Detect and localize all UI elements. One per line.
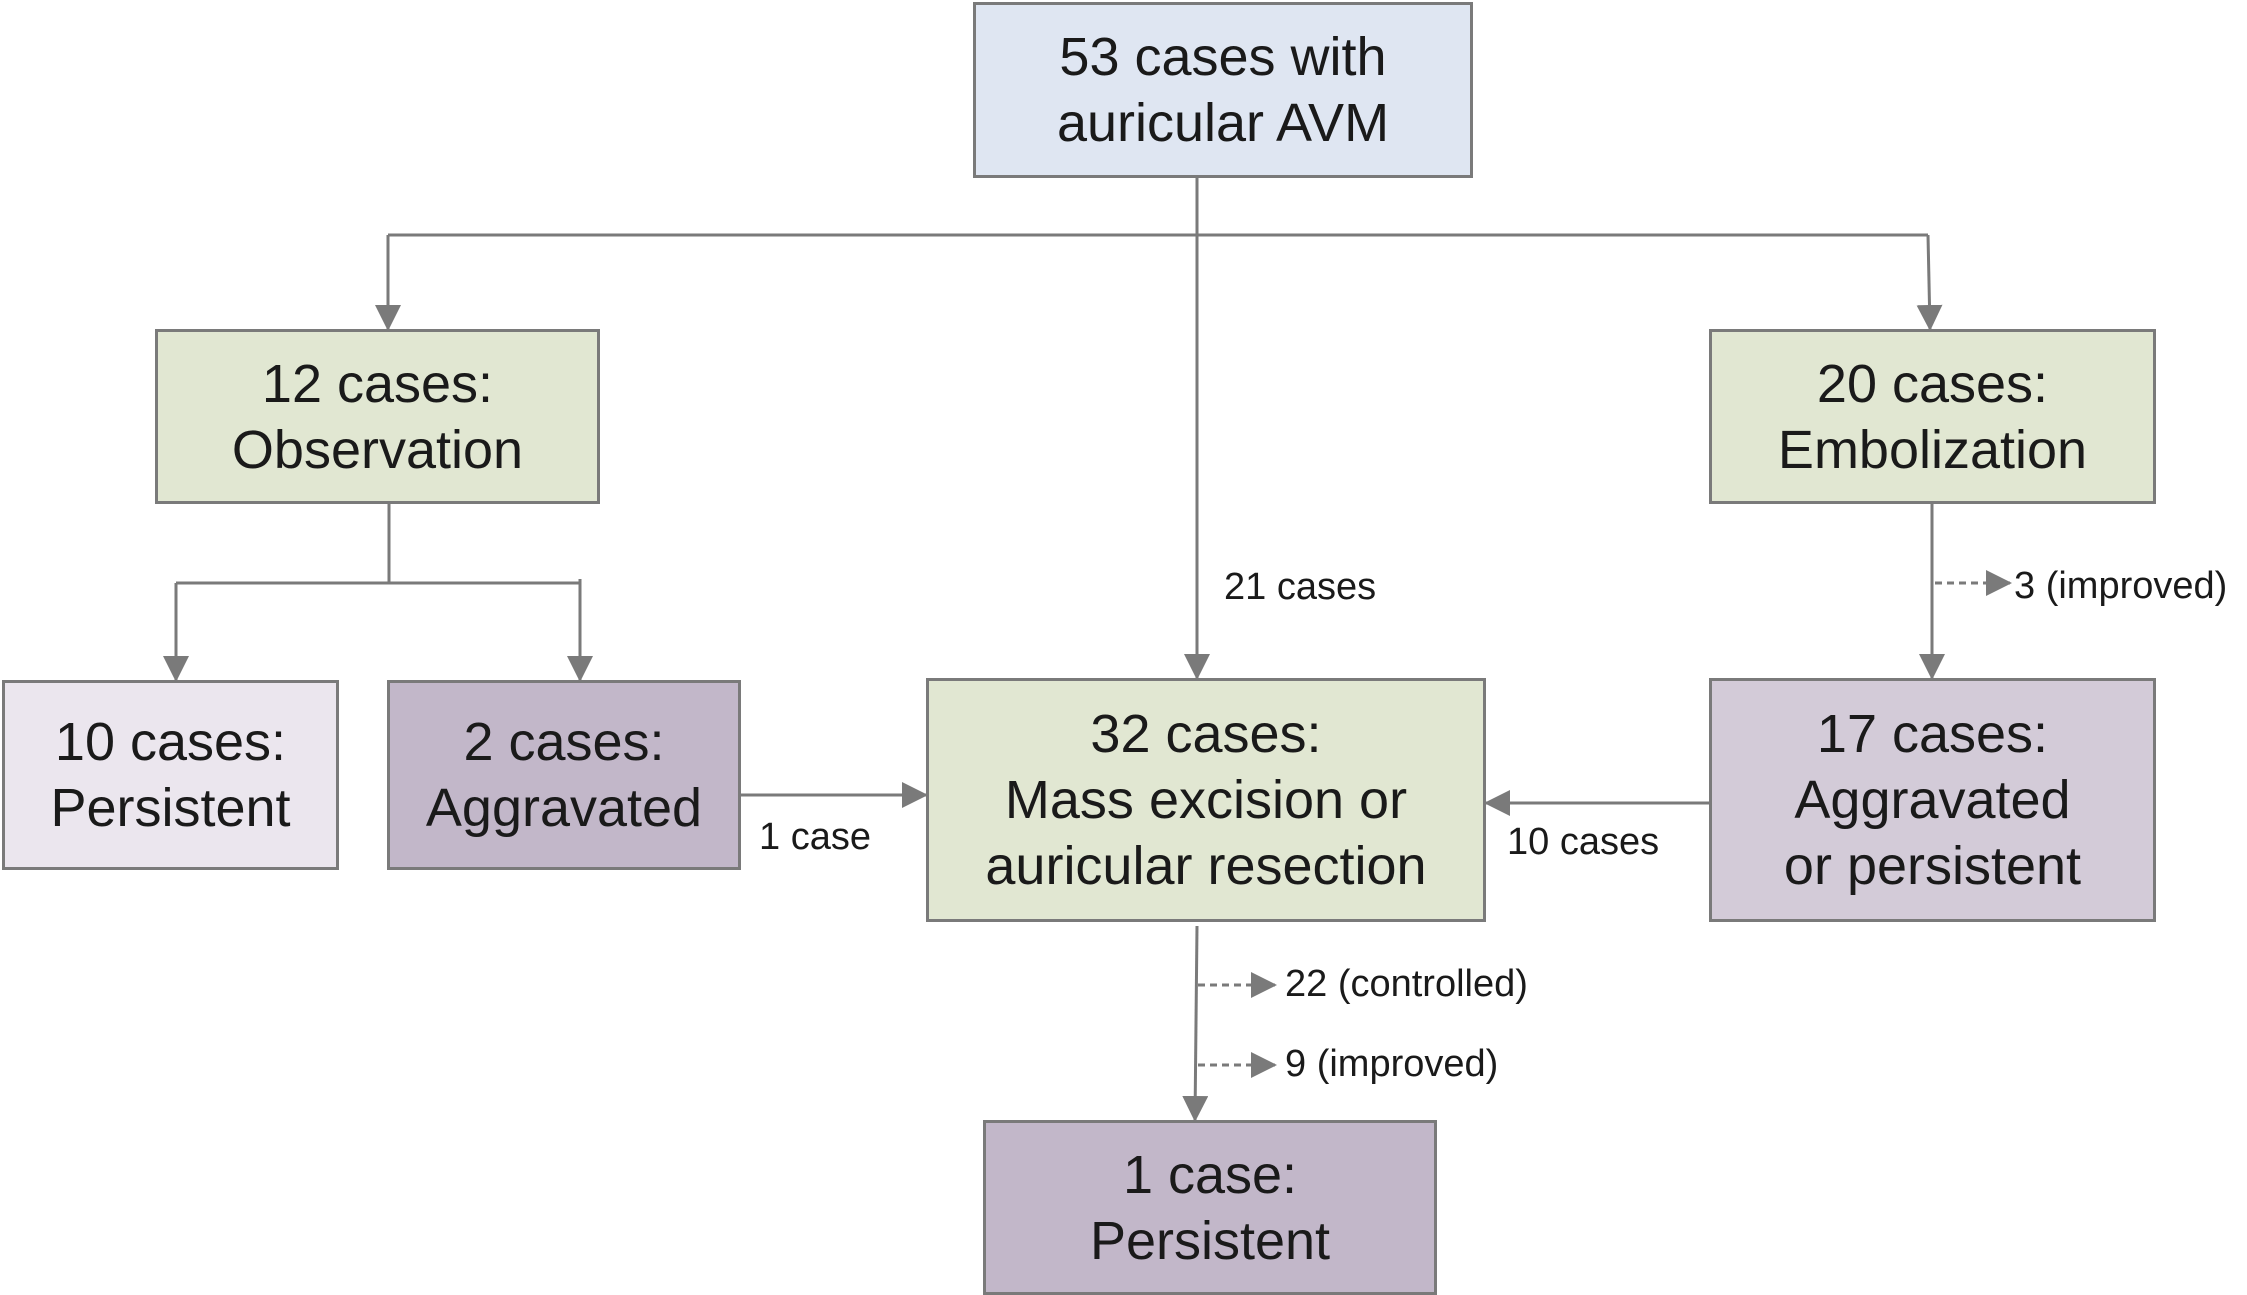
node-embolization: 20 cases: Embolization xyxy=(1709,329,2156,504)
label-22-controlled: 22 (controlled) xyxy=(1285,963,1528,1005)
node-aggpers17-line-1: 17 cases: xyxy=(1816,704,2049,764)
node-persistent1-line-2: Persistent xyxy=(1089,1210,1331,1271)
node-root: 53 cases with auricular AVM xyxy=(973,2,1473,178)
arrow-excision-to-persistent1 xyxy=(1182,925,1209,1122)
label-3-improved: 3 (improved) xyxy=(2014,565,2228,607)
node-aggravated2: 2 cases: Aggravated xyxy=(387,680,741,870)
node-embolization-line-2: Embolization xyxy=(1777,419,2088,480)
node-persistent10-line-1: 10 cases: xyxy=(54,712,287,772)
node-aggravated2-line-2: Aggravated xyxy=(425,778,703,838)
label-21-cases: 21 cases xyxy=(1224,566,1377,608)
node-excision-line-3: auricular resection xyxy=(985,836,1427,896)
label-1-case: 1 case xyxy=(759,816,871,858)
node-root-line-2: auricular AVM xyxy=(1056,93,1390,153)
node-excision-line-2: Mass excision or xyxy=(1004,770,1408,830)
node-aggpers17-line-2: Aggravated xyxy=(1794,770,2071,830)
label-10-cases: 10 cases xyxy=(1507,821,1660,863)
node-aggpers17: 17 cases: Aggravated or persistent xyxy=(1709,678,2156,922)
node-aggpers17-line-3: or persistent xyxy=(1783,836,2082,896)
node-persistent10-line-2: Persistent xyxy=(50,778,291,838)
node-observation: 12 cases: Observation xyxy=(155,329,600,504)
node-persistent1-line-1: 1 case: xyxy=(1122,1144,1298,1205)
node-excision: 32 cases: Mass excision or auricular res… xyxy=(926,678,1486,922)
node-persistent1: 1 case: Persistent xyxy=(983,1120,1437,1295)
node-aggravated2-line-1: 2 cases: xyxy=(463,712,665,772)
node-observation-line-1: 12 cases: xyxy=(261,353,494,414)
node-persistent10: 10 cases: Persistent xyxy=(2,680,339,870)
arrow-to-embolization xyxy=(1916,234,1943,331)
node-excision-line-1: 32 cases: xyxy=(1090,704,1322,764)
node-root-line-1: 53 cases with xyxy=(1059,27,1387,87)
node-observation-line-2: Observation xyxy=(231,419,524,480)
node-embolization-line-1: 20 cases: xyxy=(1816,353,2049,414)
label-9-improved: 9 (improved) xyxy=(1285,1043,1499,1085)
